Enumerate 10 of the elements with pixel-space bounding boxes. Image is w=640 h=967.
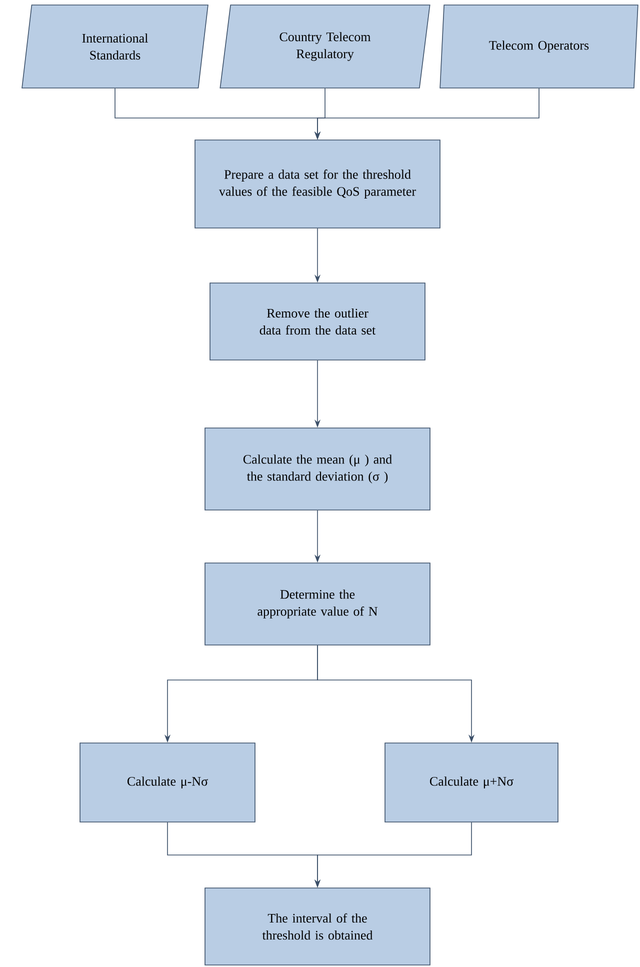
input-parallelogram: Country Telecom Regulatory bbox=[220, 4, 430, 88]
process-box: Prepare a data set for the threshold values of the feasible QoS parameter bbox=[194, 140, 440, 228]
process-box: Determine the appropriate value of N bbox=[204, 562, 430, 646]
process-box: Calculate μ-Nσ bbox=[80, 742, 256, 822]
input-parallelogram: International Standards bbox=[22, 4, 208, 88]
process-box: Remove the outlier data from the data set bbox=[210, 282, 426, 360]
process-box: Calculate the mean (μ ) and the standard deviation (σ ) bbox=[204, 428, 430, 510]
input-parallelogram: Telecom Operators bbox=[440, 4, 638, 88]
process-box: Calculate μ+Nσ bbox=[384, 742, 558, 822]
process-box: The interval of the threshold is obtained bbox=[204, 888, 430, 966]
